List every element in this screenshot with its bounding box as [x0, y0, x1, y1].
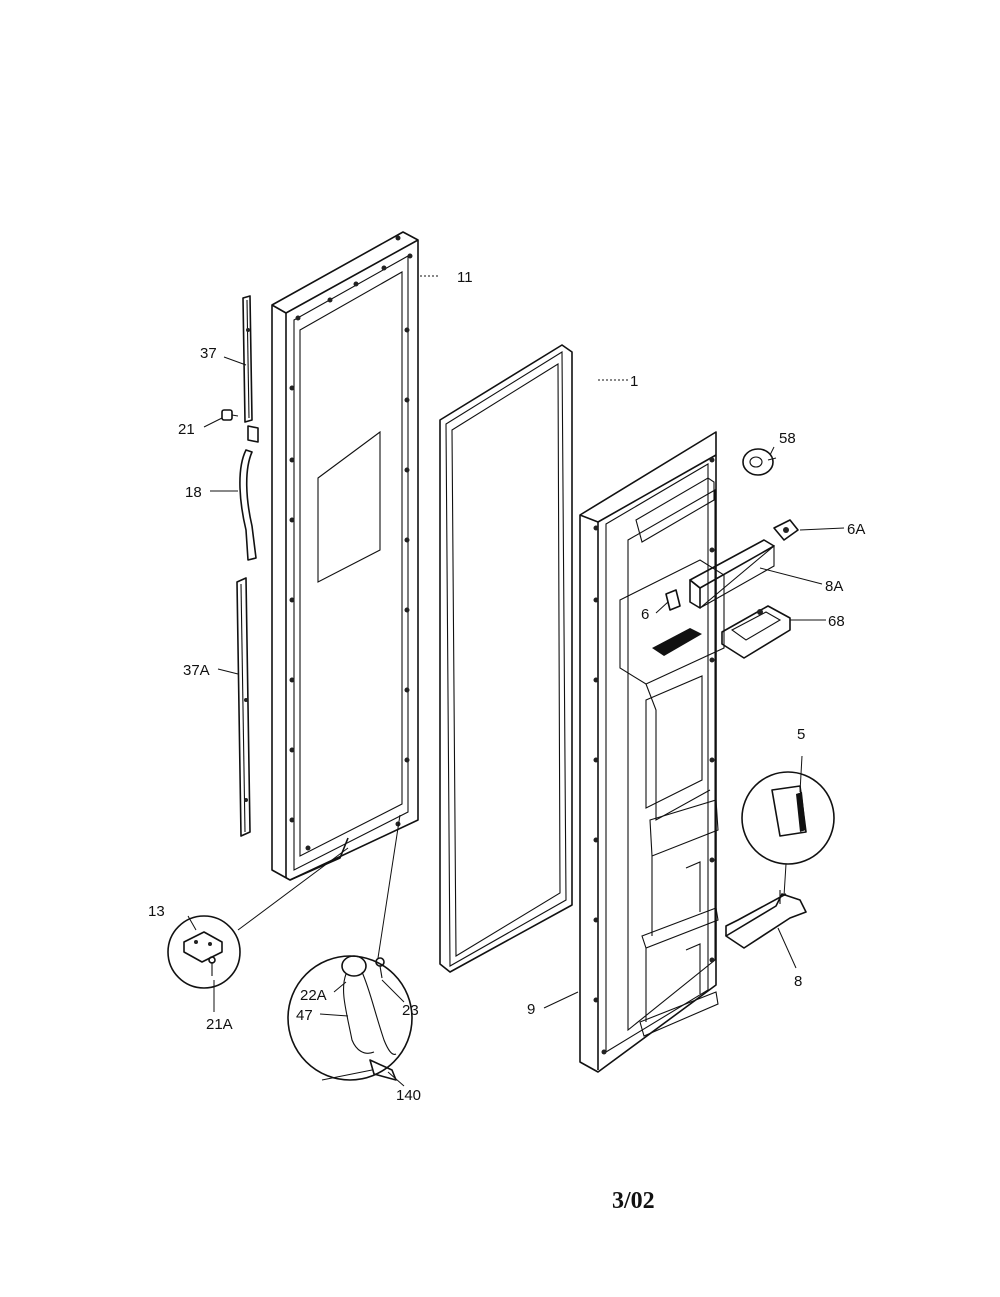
callout-47: 47: [296, 1007, 313, 1024]
handle-bracket-18: [239, 425, 259, 561]
callout-58: 58: [779, 430, 796, 447]
screw-58: [742, 448, 777, 476]
callout-labels: 11 1 37 21 18 37A 58 6A 8A 6 68 5 8 9 13…: [148, 269, 865, 1104]
callout-9: 9: [527, 1001, 535, 1018]
callout-18: 18: [185, 484, 202, 501]
callout-22A: 22A: [300, 987, 327, 1004]
detail-circle-5: [741, 771, 835, 897]
callout-11: 11: [457, 269, 473, 286]
callout-37: 37: [200, 345, 217, 362]
callout-23: 23: [402, 1002, 419, 1019]
callout-68: 68: [828, 613, 845, 630]
actuator-68: [721, 605, 791, 659]
bracket-8A: [689, 539, 775, 609]
callout-37A: 37A: [183, 662, 210, 679]
callout-6A: 6A: [847, 521, 865, 538]
detail-circle-wiring: [287, 814, 413, 1081]
callout-8: 8: [794, 973, 802, 990]
callout-140: 140: [396, 1087, 421, 1104]
callout-5: 5: [797, 726, 805, 743]
inner-door-liner: [579, 431, 725, 1073]
callout-13: 13: [148, 903, 165, 920]
callout-6: 6: [641, 606, 649, 623]
clip-6: [665, 589, 681, 611]
callout-1: 1: [630, 373, 638, 390]
clip-6A: [773, 519, 799, 541]
outer-door-panel: [271, 231, 419, 881]
door-gasket: [439, 344, 573, 973]
detail-circle-13: [167, 847, 349, 989]
lower-trim-37A: [236, 577, 251, 837]
callout-8A: 8A: [825, 578, 843, 595]
callout-21: 21: [178, 421, 195, 438]
leader-lines: [187, 275, 845, 1087]
date-code: 3/02: [612, 1188, 655, 1214]
upper-trim-37: [242, 295, 253, 423]
bracket-8: [725, 890, 807, 949]
screw-21: [221, 409, 239, 421]
callout-21A: 21A: [206, 1016, 233, 1033]
